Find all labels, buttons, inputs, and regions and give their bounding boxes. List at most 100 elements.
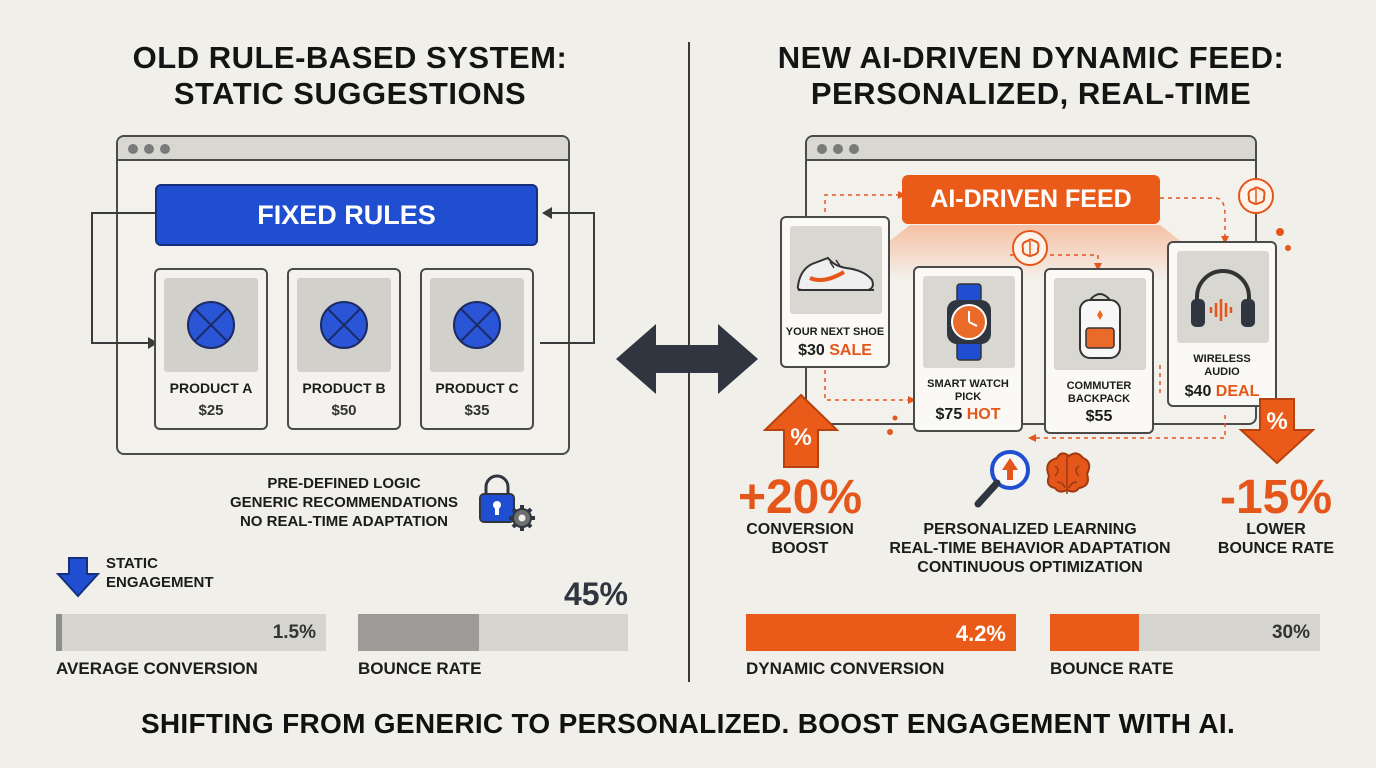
bounce-rate-value-left: 45% (563, 576, 628, 612)
search-insight-icon (974, 450, 1030, 508)
product-name: COMMUTER BACKPACK (1046, 380, 1152, 406)
product-name-line: SMART WATCH (927, 378, 1009, 390)
down-arrow-icon (56, 557, 100, 598)
bounce-rate-value-right: 30% (1271, 622, 1310, 643)
right-title-line1: NEW AI-DRIVEN DYNAMIC FEED: (777, 40, 1285, 75)
product-image (164, 278, 258, 372)
product-image (430, 278, 524, 372)
stat-caption-line: LOWER (1246, 521, 1306, 538)
rule-loop-arrows (91, 207, 595, 349)
product-card[interactable]: PRODUCT B $50 (287, 268, 401, 430)
brain-icon (1012, 230, 1048, 266)
product-card-audio[interactable]: WIRELESS AUDIO $40 DEAL (1167, 241, 1277, 407)
product-card-shoe[interactable]: YOUR NEXT SHOE $30 SALE (780, 216, 890, 368)
bounce-rate-fill-left (358, 614, 479, 651)
product-card[interactable]: PRODUCT A $25 (154, 268, 268, 430)
price-amount: $55 (1085, 408, 1113, 425)
product-card[interactable]: PRODUCT C $35 (420, 268, 534, 430)
ai-driven-feed-banner: AI-DRIVEN FEED (902, 175, 1160, 224)
window-dot-icon (160, 144, 170, 154)
product-name-line: WIRELESS (1193, 353, 1251, 365)
blocked-x-icon (187, 301, 235, 349)
product-name: PRODUCT B (302, 380, 386, 396)
percent-badge-up: % (790, 424, 812, 451)
product-image (790, 226, 882, 314)
price-amount: $40 (1184, 383, 1212, 400)
percent-down-arrow-icon (1238, 398, 1316, 465)
blocked-x-icon (453, 301, 501, 349)
product-name: YOUR NEXT SHOE (785, 326, 885, 338)
product-image (297, 278, 391, 372)
product-price: $25 (198, 402, 224, 419)
product-name: WIRELESS AUDIO (1169, 353, 1275, 379)
conversion-boost-caption: CONVERSION BOOST (722, 520, 878, 558)
price-tag: DEAL (1215, 383, 1260, 400)
dynamic-conversion-value: 4.2% (955, 621, 1006, 646)
learning-line: PERSONALIZED LEARNING (923, 521, 1137, 538)
left-title-line2: STATIC SUGGESTIONS (173, 76, 527, 111)
product-name: PRODUCT C (435, 380, 519, 396)
stat-caption-line: BOUNCE RATE (1217, 540, 1335, 557)
product-price: $40 DEAL (1169, 383, 1275, 401)
double-arrow-icon (616, 324, 758, 394)
bounce-rate-label-right: BOUNCE RATE (1050, 659, 1174, 678)
static-engagement-label: STATIC ENGAGEMENT (106, 554, 214, 592)
footer-tagline: SHIFTING FROM GENERIC TO PERSONALIZED. B… (140, 708, 1236, 739)
product-name-line: AUDIO (1204, 366, 1240, 378)
blocked-x-icon (320, 301, 368, 349)
browser-title-bar (807, 137, 1255, 161)
static-label-line: STATIC (106, 555, 158, 572)
brain-icon (1046, 452, 1091, 494)
product-name-line: PICK (954, 391, 982, 403)
window-dot-icon (128, 144, 138, 154)
product-image (923, 276, 1015, 368)
bounce-rate-bar-left (358, 614, 628, 651)
logic-line: NO REAL-TIME ADAPTATION (239, 513, 449, 530)
bounce-rate-bar-right: 30% (1050, 614, 1320, 651)
average-conversion-label: AVERAGE CONVERSION (56, 659, 258, 678)
fixed-rules-banner: FIXED RULES (155, 184, 538, 246)
product-price: $35 (464, 402, 490, 419)
shoe-icon (796, 256, 874, 291)
headphones-icon (1191, 269, 1255, 327)
right-title: NEW AI-DRIVEN DYNAMIC FEED: PERSONALIZED… (716, 40, 1346, 112)
brain-icon (1238, 178, 1274, 214)
dynamic-conversion-fill (746, 614, 1016, 651)
product-name-line: BACKPACK (1067, 393, 1131, 405)
dynamic-conversion-label: DYNAMIC CONVERSION (746, 659, 945, 678)
product-price: $55 (1046, 408, 1152, 426)
logic-caption: PRE-DEFINED LOGIC GENERIC RECOMMENDATION… (204, 474, 484, 531)
average-conversion-bar: 1.5% (56, 614, 326, 651)
price-tag: SALE (829, 342, 872, 359)
price-amount: $30 (798, 342, 825, 359)
product-card-watch[interactable]: SMART WATCH PICK $75 HOT (913, 266, 1023, 432)
right-title-line2: PERSONALIZED, REAL-TIME (810, 76, 1252, 111)
bounce-rate-fill-right (1050, 614, 1139, 651)
bounce-reduction-caption: LOWER BOUNCE RATE (1198, 520, 1354, 558)
product-name: SMART WATCH PICK (915, 378, 1021, 404)
window-dot-icon (144, 144, 154, 154)
bounce-reduction-value: -15% (1219, 471, 1333, 524)
product-card-backpack[interactable]: COMMUTER BACKPACK $55 (1044, 268, 1154, 434)
stat-caption-line: BOOST (771, 540, 829, 557)
dynamic-conversion-bar: 4.2% (746, 614, 1016, 651)
product-name-line: COMMUTER (1066, 380, 1132, 392)
learning-line: CONTINUOUS OPTIMIZATION (917, 559, 1143, 576)
window-dot-icon (817, 144, 827, 154)
learning-line: REAL-TIME BEHAVIOR ADAPTATION (889, 540, 1171, 557)
static-label-line: ENGAGEMENT (106, 574, 214, 591)
product-price: $50 (331, 402, 357, 419)
average-conversion-value: 1.5% (272, 622, 316, 643)
percent-up-arrow-icon (762, 393, 840, 468)
average-conversion-fill (56, 614, 62, 651)
product-name: PRODUCT A (169, 380, 253, 396)
product-image (1054, 278, 1146, 370)
window-dot-icon (833, 144, 843, 154)
product-image (1177, 251, 1269, 343)
stat-caption-line: CONVERSION (746, 521, 854, 538)
lock-gear-icon (479, 474, 535, 531)
bounce-rate-label-left: BOUNCE RATE (358, 659, 482, 678)
window-dot-icon (849, 144, 859, 154)
price-amount: $75 (935, 406, 963, 423)
left-title: OLD RULE-BASED SYSTEM: STATIC SUGGESTION… (40, 40, 660, 112)
